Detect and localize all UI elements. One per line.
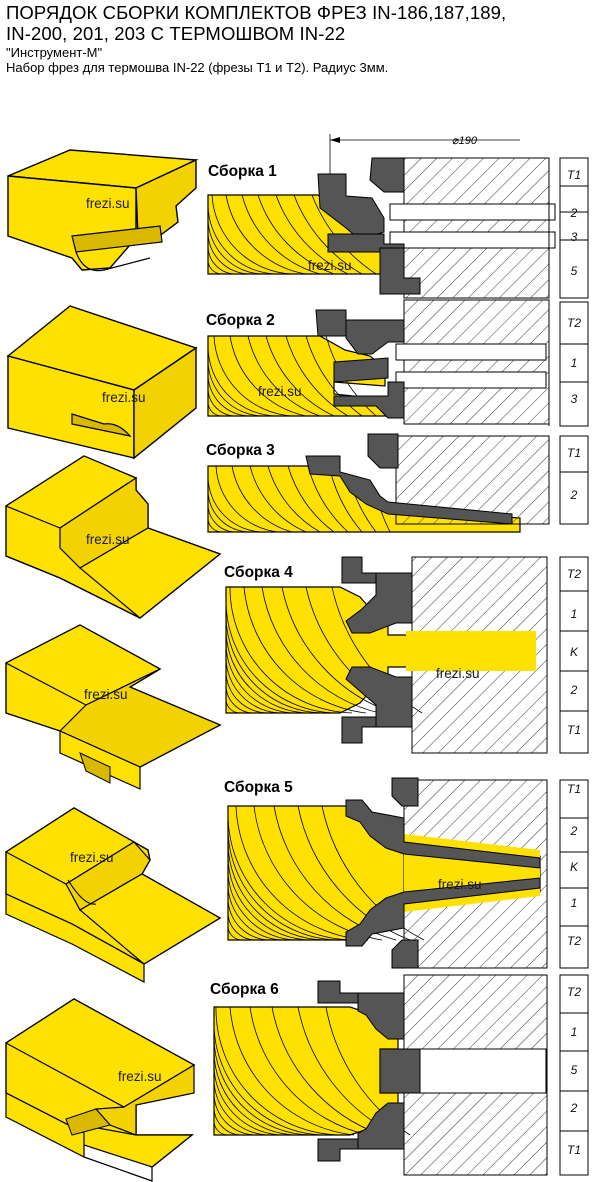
profile-3d-3 [4,455,222,619]
cutter-stack-1 [317,134,589,299]
profile-3d-1 [7,149,199,272]
cutter-code: 2 [570,206,578,220]
cutter-code: T2 [566,316,581,330]
watermark: frezi.su [102,390,146,405]
assembly-1-drawing [7,134,589,299]
watermark: frezi.su [436,666,480,681]
cutter-code: 1 [570,607,578,621]
cutter-stack-6 [317,974,589,1176]
assembly-3-label: Сборка 3 [206,442,275,459]
assembly-5: Сборка 5 frezi.su frezi.su T1 2 K 1 T2 [0,777,601,983]
cutter-code: 3 [570,392,578,406]
assembly-1-label: Сборка 1 [208,163,277,180]
workpiece-4 [225,586,531,714]
maker-name: "Инструмент-М" [6,45,103,60]
cutter-code: T2 [566,934,581,948]
cutter-code: T1 [566,782,581,796]
watermark: frezi.su [86,196,130,211]
watermark: frezi.su [118,1069,162,1084]
assembly-2-drawing [6,299,589,460]
cutter-code: 1 [570,896,578,910]
assembly-1: ⌀190 Сборка 1 frezi.su frezi.su T1 2 3 5 [0,128,601,299]
cutter-stack-4 [341,556,589,754]
workpiece-6 [213,1006,411,1136]
header: ПОРЯДОК СБОРКИ КОМПЛЕКТОВ ФРЕЗ IN-186,18… [6,2,598,75]
watermark: frezi.su [258,384,302,399]
watermark: frezi.su [70,850,114,865]
assembly-3: Сборка 3 frezi.su T1 2 [0,428,601,619]
watermark: frezi.su [308,258,352,273]
profile-3d-4 [4,624,222,790]
profile-3d-5 [4,807,222,983]
assembly-2: Сборка 2 frezi.su frezi.su T2 1 3 [0,298,601,460]
cutter-code: 1 [570,356,578,370]
profile-3d-2 [6,305,198,460]
cutter-code: 5 [570,264,578,278]
cutter-code: T2 [566,985,581,999]
cutter-code: 5 [570,1063,578,1077]
title-line-1: ПОРЯДОК СБОРКИ КОМПЛЕКТОВ ФРЕЗ IN-186,18… [6,2,507,23]
assembly-4-drawing [4,556,589,790]
watermark: frezi.su [84,687,128,702]
cutter-code: K [569,860,578,874]
cutter-stack-5 [345,777,589,969]
assembly-4-label: Сборка 4 [224,564,293,581]
cutter-code: T2 [566,567,581,581]
cutter-stack-2 [315,299,589,427]
assembly-2-label: Сборка 2 [206,312,275,329]
assembly-4: Сборка 4 frezi.su frezi.su T2 1 K 2 T1 [0,553,601,790]
cutter-code: T1 [566,446,581,460]
cutter-code: 2 [570,683,578,697]
cutter-code: 2 [570,1101,578,1115]
cutter-code: T1 [566,1143,581,1157]
set-description: Набор фрез для термошва IN-22 (фрезы Т1 … [6,60,389,75]
cutter-code: 1 [570,1025,578,1039]
cutter-code: T1 [566,723,581,737]
cutter-code: K [569,645,578,659]
diameter-label: ⌀190 [452,135,477,147]
profile-3d-6 [4,998,196,1182]
cutter-stack-3 [305,433,589,525]
cutter-code: 2 [570,488,578,502]
cutter-code: 3 [570,230,578,244]
assembly-5-drawing [4,777,589,983]
title-line-2: IN-200, 201, 203 С ТЕРМОШВОМ IN-22 [6,23,346,44]
assembly-6-drawing [4,974,589,1182]
assembly-5-label: Сборка 5 [224,779,293,796]
assembly-3-drawing [4,433,589,619]
watermark: frezi.su [438,877,482,892]
cutter-code: T1 [566,168,581,182]
cutter-code: 2 [570,824,578,838]
assembly-6: Сборка 6 frezi.su T2 1 5 2 T1 [0,973,601,1182]
assembly-6-label: Сборка 6 [210,981,279,998]
watermark: frezi.su [86,532,130,547]
